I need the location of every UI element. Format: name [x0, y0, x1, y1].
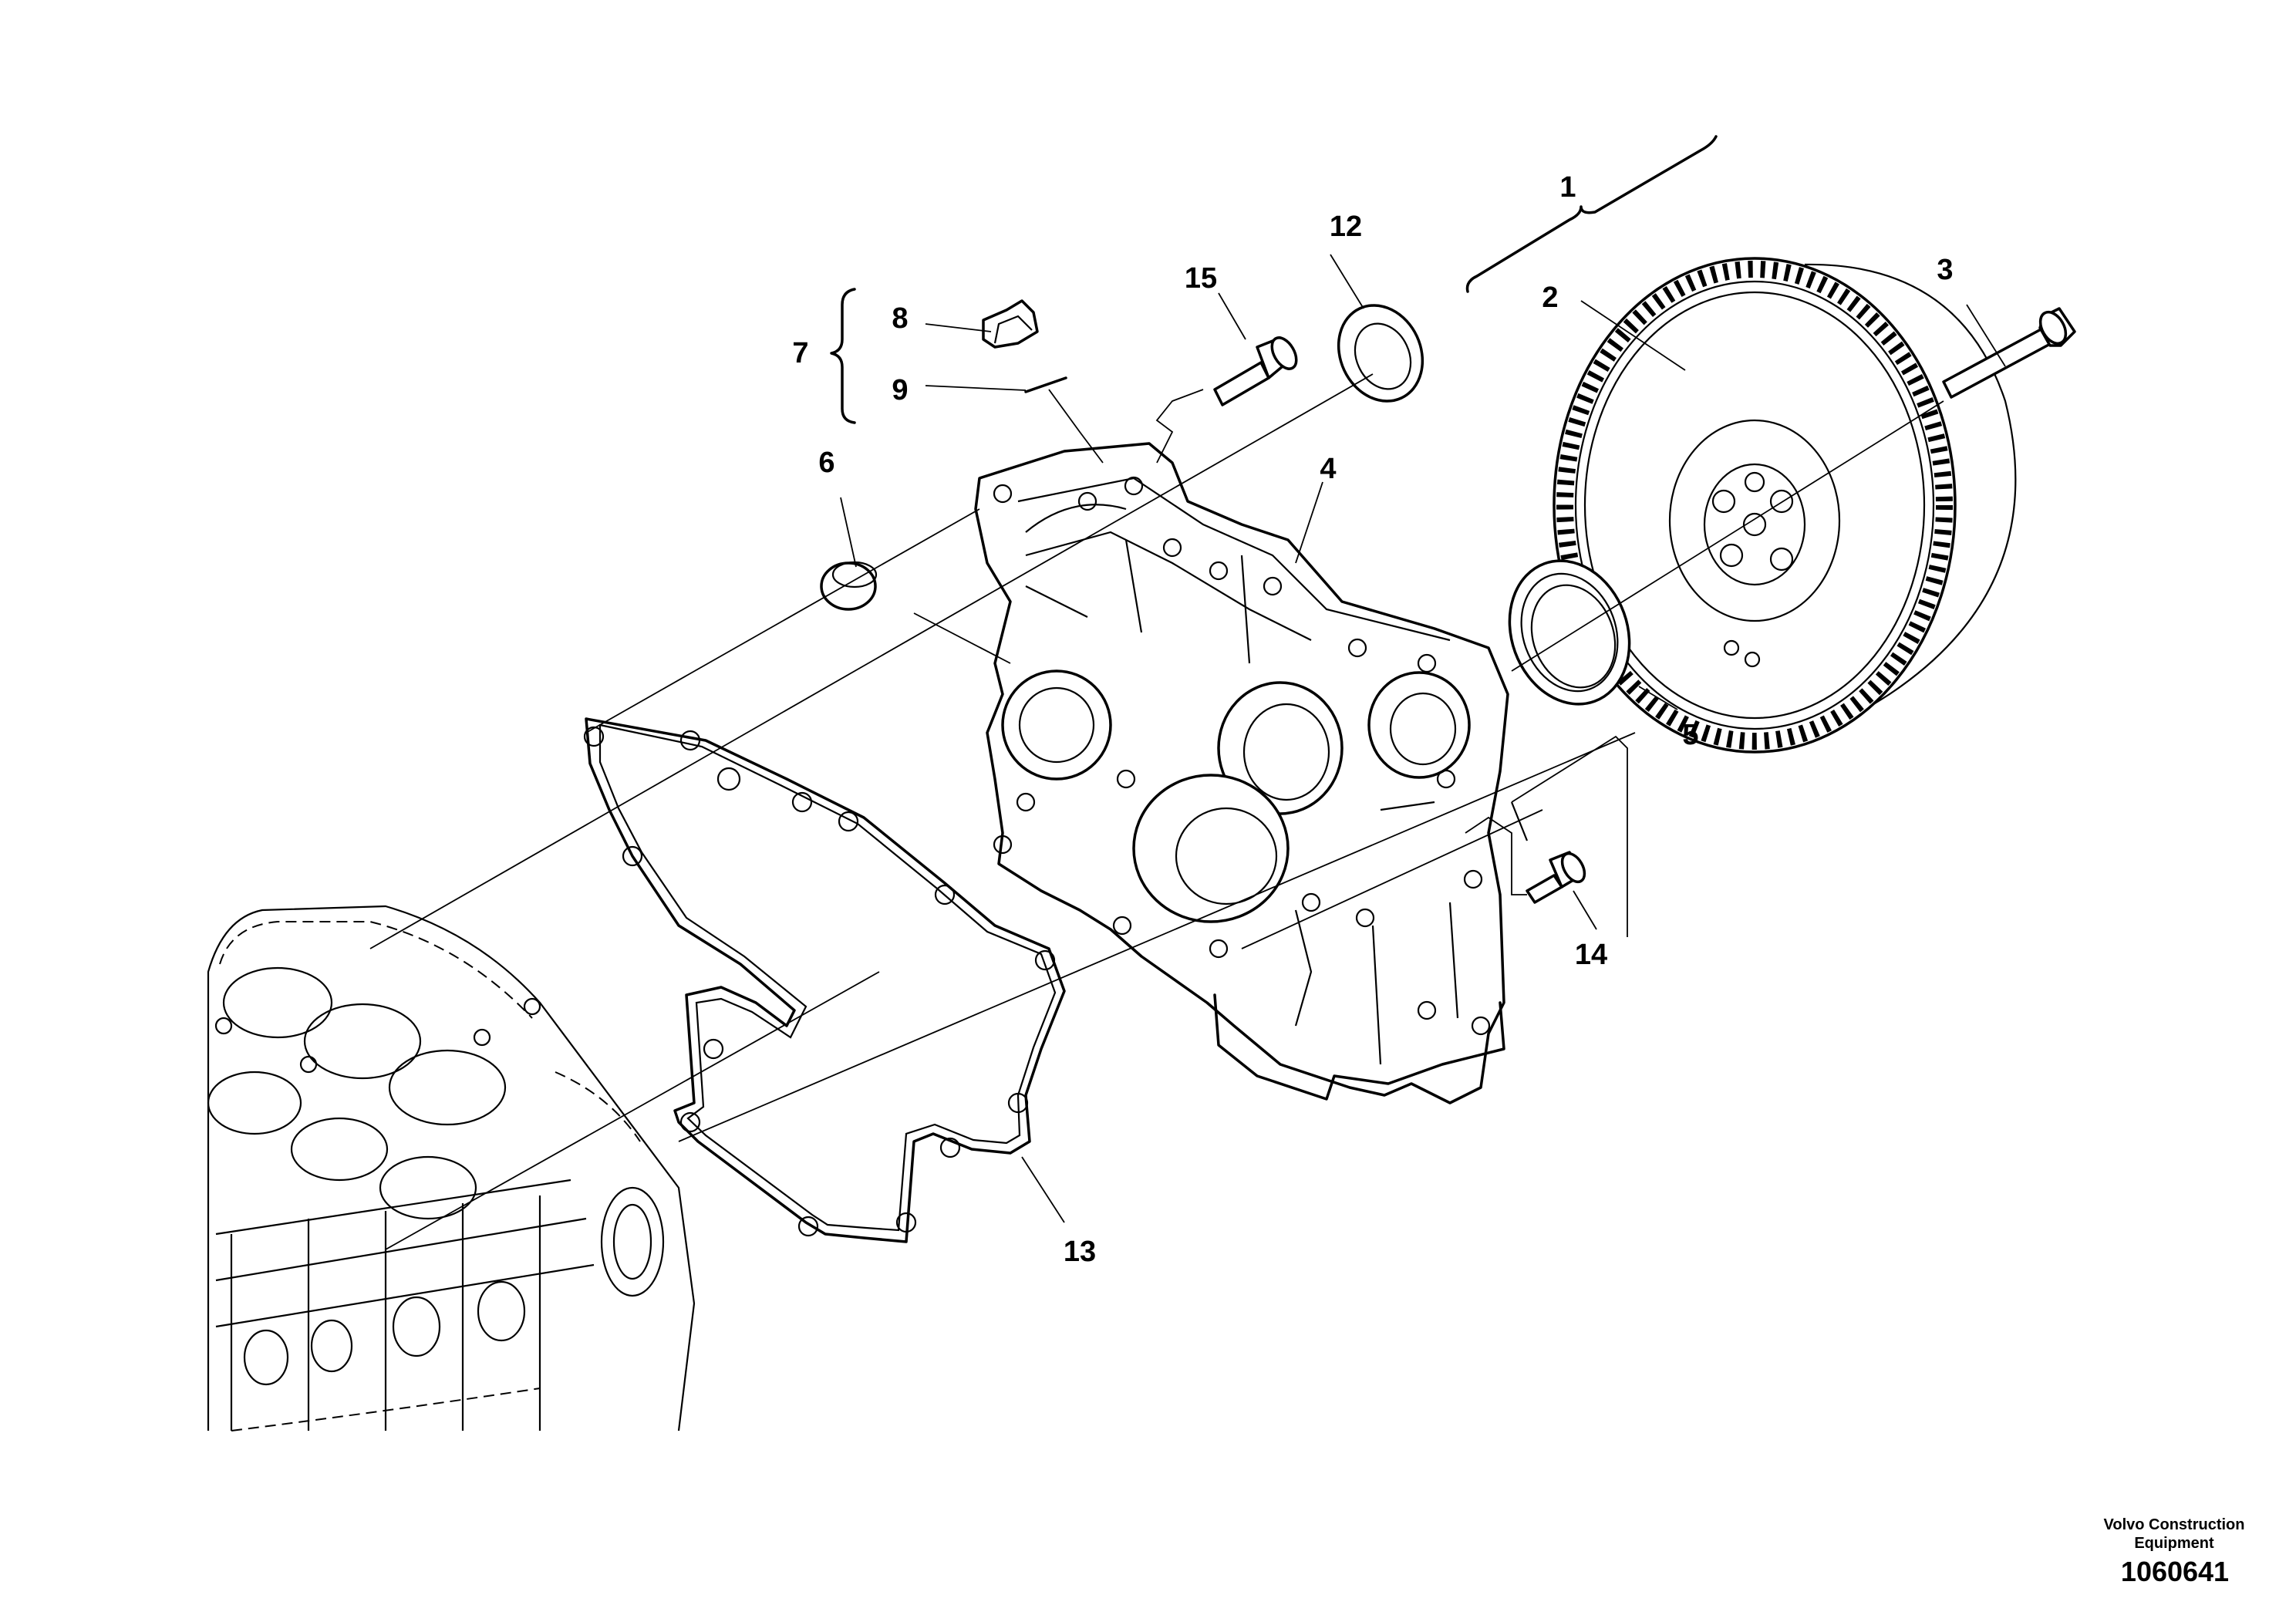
bolt-14: [1526, 851, 1586, 904]
assembly-bracket-1: [1465, 135, 1718, 293]
retaining-pin: [1024, 376, 1067, 393]
callout-leaders: [840, 254, 2006, 1223]
callout-12: 12: [1330, 211, 1362, 243]
callout-6: 6: [818, 447, 834, 479]
breather-valve: [982, 299, 1039, 349]
center-lines: [369, 373, 1944, 1250]
bolt-15: [1213, 336, 1298, 406]
crankshaft-seal: [1508, 559, 1631, 706]
callout-3: 3: [1937, 254, 1953, 286]
seal-ring: [1337, 304, 1424, 403]
callout-2: 2: [1542, 282, 1558, 314]
illustration-number: 1060641: [2121, 1556, 2229, 1587]
callout-9: 9: [892, 374, 908, 406]
plug: [820, 561, 878, 611]
callout-4: 4: [1320, 453, 1336, 485]
callout-13: 13: [1064, 1236, 1096, 1268]
assembly-bracket-7: [830, 288, 856, 424]
engine-block: [207, 905, 696, 1431]
caption-line-1: Volvo Construction: [2104, 1516, 2245, 1533]
caption-line-2: Equipment: [2134, 1535, 2214, 1552]
callout-7: 7: [792, 337, 808, 369]
callout-14: 14: [1575, 939, 1607, 971]
publisher-caption: Volvo Construction Equipment 1060641: [2104, 1516, 2245, 1587]
flywheel-housing: [974, 442, 1529, 1104]
callout-15: 15: [1185, 262, 1217, 295]
callout-1: 1: [1559, 171, 1576, 204]
callout-8: 8: [892, 302, 908, 335]
gasket: [583, 717, 1066, 1243]
callout-5: 5: [1682, 719, 1698, 751]
flywheel: [1553, 257, 2017, 754]
callout-labels: 1 2 3 4 5 6 7 8 9 12 13 14 15: [792, 171, 1953, 1268]
bolt-3: [1942, 307, 2076, 399]
